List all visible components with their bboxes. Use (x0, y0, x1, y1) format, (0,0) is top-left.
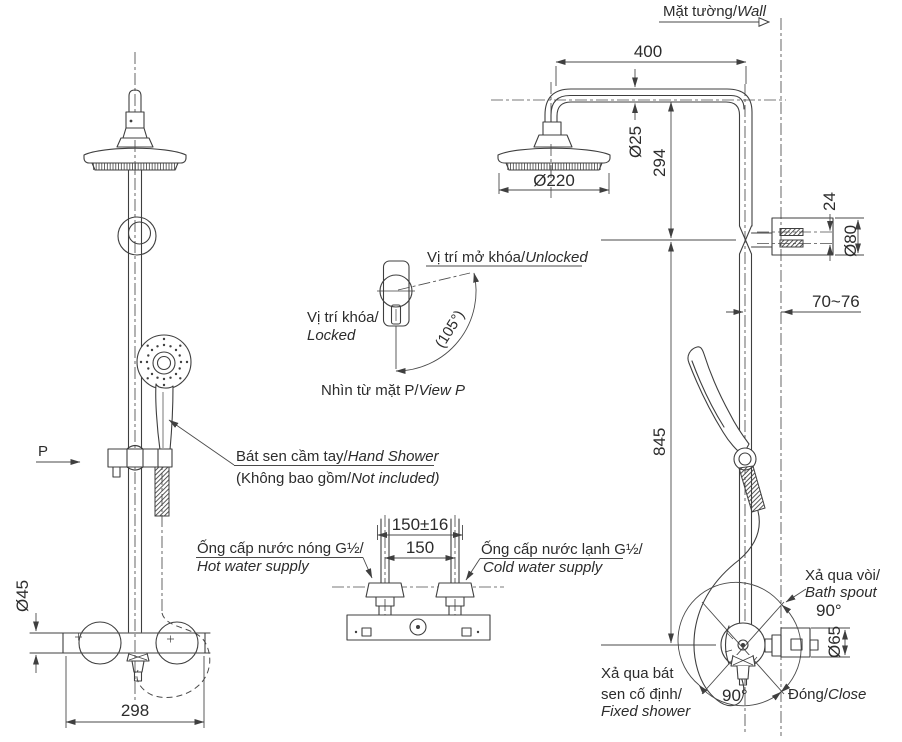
angle-105-label: (105°) (432, 307, 468, 351)
hand-shower-label-line2: (Không bao gồm/Not included) (236, 470, 439, 487)
dim-body-diameter: Ø45 (13, 580, 32, 612)
supply-pipes (380, 518, 460, 584)
valve-spout (126, 652, 150, 662)
shower-arm-inner (556, 101, 741, 227)
dim-inlet-offset: 24 (820, 192, 839, 211)
hose-loop-dashed (136, 612, 211, 698)
bracket-peg (112, 466, 121, 478)
cold-leader (465, 558, 481, 581)
dim-handle-diameter: Ø65 (825, 626, 844, 658)
valve-knob-right (155, 621, 199, 665)
pipe-nut (125, 111, 145, 129)
shower-arm-outer (544, 88, 753, 227)
locked-label-en: Locked (307, 327, 356, 344)
temp-dial-top (409, 618, 427, 636)
dim-supply-centers: 150 (406, 538, 434, 557)
dim-arm-reach: 400 (634, 42, 662, 61)
hot-escutcheon (365, 582, 405, 598)
detail-view-p: (105°) Vị trí mở khóa/Unlocked Vị trí kh… (307, 249, 588, 399)
slide-bracket (107, 448, 173, 468)
angle-top-label: 90° (816, 601, 842, 620)
bath-spout-leader (785, 588, 807, 603)
rotation-arc-top (780, 604, 802, 693)
diverter-valve-side (677, 581, 819, 707)
cold-escutcheon (435, 582, 475, 598)
dim-arm-pipe-diameter: Ø25 (626, 126, 645, 158)
side-view: Mặt tường/Wall 400 Ø25 294 845 Ø220 24 Ø… (491, 3, 881, 736)
cold-supply-label-vi: Ống cấp nước lạnh G½/ (481, 540, 643, 558)
dim-head-drop: 294 (650, 149, 669, 177)
hand-shower-front (136, 334, 192, 451)
dim-supply-tolerance: 150±16 (392, 515, 449, 534)
bath-spout-label-en: Bath spout (805, 584, 878, 601)
position-lines (701, 601, 785, 695)
hand-shower-label-line1: Bát sen cầm tay/Hand Shower (236, 448, 440, 465)
column-ring-bracket (117, 216, 157, 256)
spray-dots (139, 337, 189, 387)
diverter-handle (780, 627, 811, 658)
fixed-shower-label-en: Fixed shower (601, 703, 691, 720)
fixed-shower-label-l2: sen cố định/ (601, 686, 683, 703)
rotation-arc-105 (395, 272, 480, 374)
hot-leader (362, 557, 373, 579)
dim-wall-clearance: 70~76 (812, 292, 860, 311)
angle-bottom-label: 90° (722, 686, 748, 705)
close-label: Đóng/Close (788, 686, 866, 703)
wall-label: Mặt tường/Wall (663, 3, 767, 20)
dim-head-diameter: Ø220 (533, 171, 575, 190)
dim-body-width: 298 (121, 701, 149, 720)
wall-bracket (771, 217, 834, 256)
unlocked-label: Vị trí mở khóa/Unlocked (427, 249, 588, 266)
view-p-caption: Nhìn từ mặt P/View P (321, 382, 465, 399)
shower-hose-front (154, 466, 170, 517)
bath-spout-label-vi: Xả qua vòi/ (805, 567, 881, 584)
valve-knob-left (78, 621, 122, 665)
dim-column-length: 845 (650, 428, 669, 456)
hot-supply-label-vi: Ống cấp nước nóng G½/ (197, 539, 364, 557)
hand-shower-handle (155, 383, 174, 451)
dim-flange-diameter: Ø80 (841, 225, 860, 257)
supply-connection-view: 150±16 150 Ống cấp nước nóng G½/ Hot wat… (196, 515, 643, 641)
shower-column (127, 169, 143, 633)
locked-label-vi: Vị trí khóa/ (307, 309, 380, 326)
head-flare-upper (122, 127, 148, 139)
hose-curve-side (693, 510, 760, 707)
hand-shower-leader (168, 419, 235, 466)
hose-side (738, 465, 766, 513)
mixer-valve-front (29, 621, 211, 682)
view-marker-p: P (38, 443, 48, 460)
fixed-shower-label-l1: Xả qua bát (601, 665, 674, 682)
rotation-arc-bottom (698, 684, 782, 707)
overhead-shower-side (497, 147, 611, 164)
hot-supply-label-en: Hot water supply (197, 558, 310, 575)
front-view: Ø45 298 P Bát sen cầm tay/Hand Shower (K… (13, 52, 440, 728)
cold-supply-label-en: Cold water supply (483, 559, 604, 576)
top-pipe (128, 89, 142, 113)
